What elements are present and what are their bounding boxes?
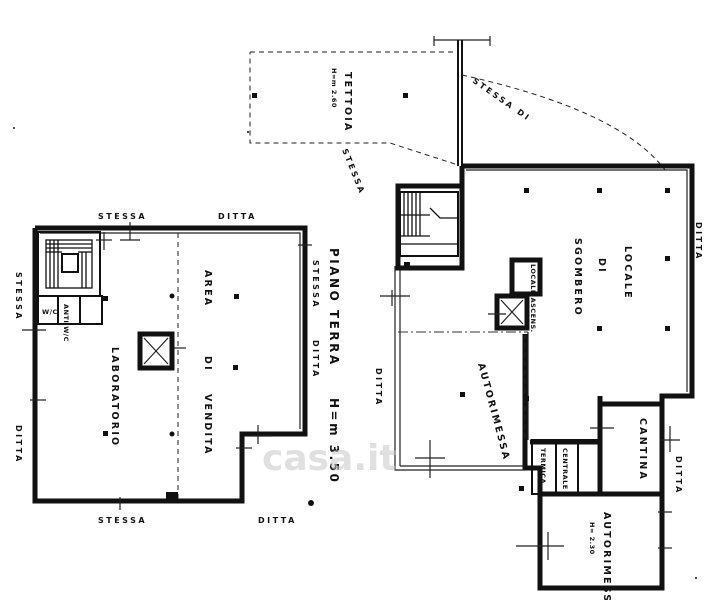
left-openings — [22, 222, 312, 510]
pillar — [597, 188, 602, 193]
pillar — [519, 486, 524, 491]
right-building-outer-wall — [462, 163, 695, 591]
room-label-tettoia-height: H=m 2.60 — [330, 68, 338, 108]
left-building: STESSA DITTA STESSA DITTA STESSA DITTA L… — [14, 212, 341, 525]
room-label-wc: W/C — [42, 308, 58, 316]
pillar — [524, 188, 529, 193]
watermark-logo: casa.it — [262, 438, 397, 479]
pillar — [403, 93, 408, 98]
pillar — [665, 326, 670, 331]
pillar — [103, 296, 108, 301]
pillar — [103, 431, 108, 436]
edge-label-ditta-right-edge: DITTA — [694, 222, 703, 261]
left-building-inner-wall — [40, 232, 301, 429]
edge-label-ditta-left: DITTA — [14, 425, 23, 464]
pillar — [169, 293, 175, 299]
locale-ascensore-box — [509, 257, 543, 297]
right-openings — [380, 290, 680, 560]
pillar — [308, 500, 314, 506]
plan-height: H=m 3.50 — [327, 398, 341, 484]
pillar — [524, 396, 529, 401]
edge-label-stessa-left: STESSA — [14, 272, 23, 321]
room-label-centrale: CENTRALE — [561, 448, 569, 490]
plan-title: PIANO TERRA — [327, 248, 341, 367]
right-elevator — [494, 293, 530, 331]
left-pillar-bottom — [166, 492, 178, 501]
room-label-locale: LOCALE — [622, 246, 633, 300]
edge-label-stessa-right: STESSA — [311, 260, 320, 309]
room-label-anti-wc: ANTI W/C — [62, 304, 70, 342]
edge-label-ditta-bottom: DITTA — [258, 516, 297, 525]
room-label-sgombero: SGOMBERO — [572, 238, 583, 317]
room-label-locale-ascensore: LOCALE ASCENS. — [529, 264, 537, 333]
room-label-autorimessa-small: AUTORIMESSA — [601, 512, 612, 600]
pillar — [665, 188, 670, 193]
pillar — [169, 365, 175, 371]
pillar — [404, 262, 410, 268]
room-label-tettoia: TETTOIA — [342, 72, 353, 133]
edge-label-ditta-mid: DITTA — [374, 368, 383, 407]
pillar — [665, 256, 670, 261]
pillar — [169, 431, 175, 437]
room-label-di: DI — [202, 356, 213, 372]
pillar — [597, 326, 602, 331]
tettoia-outline — [249, 51, 459, 166]
room-label-cantina: CANTINA — [637, 418, 648, 481]
right-stair-wall — [395, 166, 465, 271]
pillar — [234, 294, 239, 299]
pillar — [233, 365, 238, 370]
left-stair — [37, 231, 101, 297]
right-building: LOCALE DI SGOMBERO LOCALE ASCENS. AUTORI… — [374, 163, 703, 600]
room-label-area: AREA — [202, 270, 213, 307]
room-label-termica: TERMICA — [539, 448, 547, 484]
edge-label-ditta-top: DITTA — [218, 212, 257, 221]
left-wc-block — [37, 295, 103, 325]
tettoia: TETTOIA H=m 2.60 STESSA DI STESSA — [249, 36, 666, 196]
room-label-autorimessa-small-height: H= 2.30 — [588, 522, 596, 555]
room-label-laboratorio: LABORATORIO — [109, 347, 120, 447]
edge-label-stessa-di-arc: STESSA DI — [471, 76, 533, 123]
edge-label-ditta-right: DITTA — [311, 340, 320, 379]
edge-label-stessa-diag: STESSA — [340, 147, 367, 196]
left-building-outer-wall — [32, 225, 308, 504]
autorimessa-outline — [394, 266, 525, 471]
room-label-autorimessa: AUTORIMESSA — [475, 362, 512, 462]
edge-label-stessa-top: STESSA — [98, 212, 147, 221]
right-stair — [399, 191, 459, 257]
edge-label-stessa-bottom: STESSA — [98, 516, 147, 525]
left-elevator — [137, 331, 175, 371]
room-label-locale-di: DI — [596, 258, 607, 274]
pillar — [252, 93, 257, 98]
tettoia-arc — [461, 74, 666, 171]
room-label-vendita: VENDITA — [202, 394, 213, 456]
edge-label-ditta-far-right: DITTA — [674, 456, 683, 495]
pillar — [460, 392, 465, 397]
